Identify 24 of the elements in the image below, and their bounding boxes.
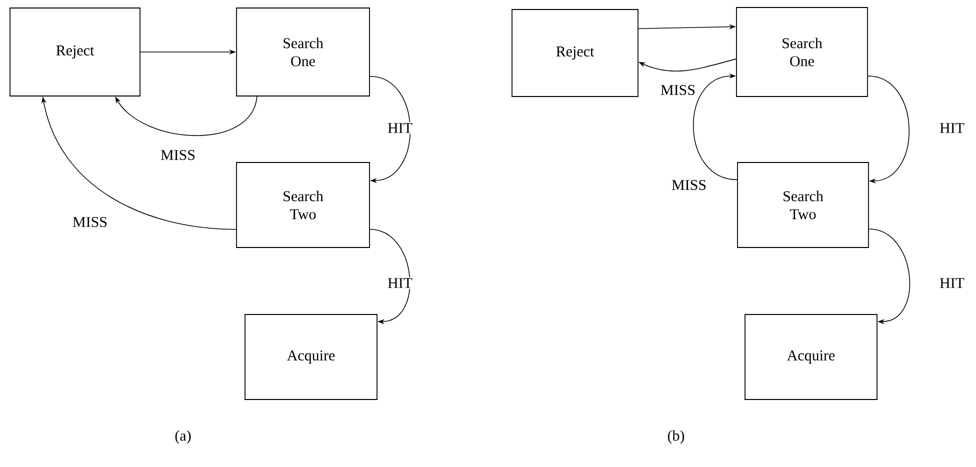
process-box: Search Two [236,162,370,248]
edge-label: HIT [938,122,966,134]
process-box: Search Two [737,162,869,248]
arrow [115,96,258,136]
arrow [370,76,411,184]
edge-label: MISS [660,84,697,96]
edge-label: MISS [160,148,197,162]
process-box: Acquire [744,314,878,400]
edge-label: MISS [72,216,109,228]
edge-label: HIT [386,277,414,289]
process-box: Acquire [244,314,378,400]
edge-label: HIT [386,122,414,134]
subfigure-caption: (a) [175,430,191,444]
arrow [693,73,738,180]
subfigure-caption: (b) [668,430,684,444]
process-box: Search One [236,8,370,96]
process-box: Reject [512,9,638,97]
process-box: Search One [736,7,868,97]
edge-label: MISS [670,178,708,192]
arrow [868,228,910,324]
arrow [868,76,910,184]
arrow [370,228,410,324]
process-box: Reject [10,8,140,96]
edge-label: HIT [938,277,966,289]
